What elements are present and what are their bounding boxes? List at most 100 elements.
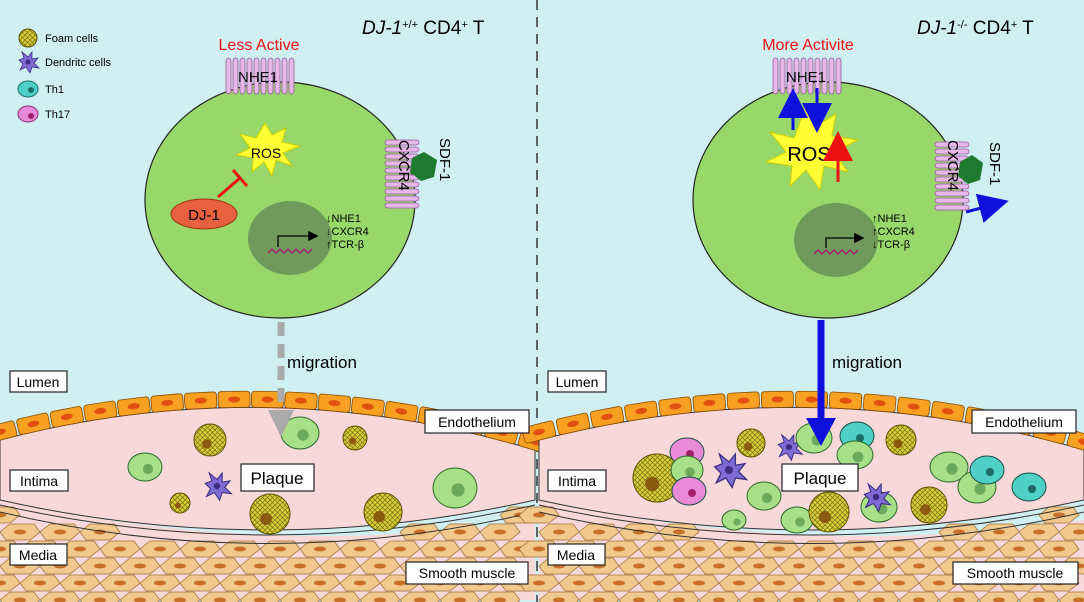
smooth-muscle-cell xyxy=(0,506,21,524)
endothelial-nucleus xyxy=(873,400,886,407)
smooth-muscle-nucleus xyxy=(773,580,785,586)
smooth-muscle-nucleus xyxy=(773,546,785,552)
smooth-muscle-nucleus xyxy=(234,580,246,586)
left-migration-arrowhead xyxy=(268,410,294,437)
left-activity-label: Less Active xyxy=(219,37,300,54)
left-media-box xyxy=(9,543,68,566)
endothelial-cell xyxy=(49,406,84,428)
smooth-muscle-nucleus xyxy=(214,597,226,602)
left-lumen-label: Lumen xyxy=(17,374,60,390)
smooth-muscle-nucleus xyxy=(0,512,6,518)
left-nhe1-transporter xyxy=(225,57,295,95)
right-gene-1: ↑NHE1 xyxy=(872,213,907,225)
smooth-muscle-nucleus xyxy=(134,563,146,569)
smooth-muscle-nucleus xyxy=(533,580,545,586)
foam-cell xyxy=(885,424,917,456)
helix-segment xyxy=(934,148,970,155)
dendritic-cell xyxy=(777,433,804,462)
foam-cell xyxy=(249,493,291,535)
right-sdf1-ligand xyxy=(958,155,983,184)
smooth-muscle-nucleus xyxy=(793,563,805,569)
endothelial-cell xyxy=(692,393,727,413)
left-cd4-cell xyxy=(144,81,416,319)
endothelial-body xyxy=(0,420,18,444)
helix-segment xyxy=(384,139,420,146)
foam-cell-nucleus xyxy=(175,502,181,509)
smooth-muscle-cell xyxy=(479,591,521,602)
foam-cell-nucleus xyxy=(349,437,357,445)
endothelial-nucleus xyxy=(194,397,207,404)
endothelial-cell xyxy=(760,390,794,409)
smooth-muscle-nucleus xyxy=(593,529,605,535)
left-dj1-label: DJ-1 xyxy=(188,207,220,224)
left-nhe1-label: NHE1 xyxy=(238,69,278,86)
smooth-muscle-nucleus xyxy=(1033,597,1045,602)
helix-segment xyxy=(934,183,970,190)
helix-segment xyxy=(232,57,239,95)
right-nhe1-label: NHE1 xyxy=(786,69,826,86)
smooth-muscle-nucleus xyxy=(254,597,266,602)
legend-dendritic-icon xyxy=(18,50,41,74)
endothelial-nucleus xyxy=(771,396,784,403)
left-gene-2: ↓CXCR4 xyxy=(326,226,369,238)
right-activity-label: More Activite xyxy=(762,37,854,54)
helix-segment xyxy=(384,188,420,195)
endothelial-cell xyxy=(384,400,419,422)
endothelial-nucleus xyxy=(941,408,954,415)
left-nucleus xyxy=(248,201,332,275)
endothelial-nucleus xyxy=(161,399,174,406)
endothelial-nucleus xyxy=(228,396,241,403)
helix-segment xyxy=(835,57,842,95)
right-gene-2: ↑CXCR4 xyxy=(872,226,915,238)
smooth-muscle-nucleus xyxy=(613,580,625,586)
legend: Foam cells Dendritc cells Th1 Th17 xyxy=(17,28,112,123)
endothelial-cell xyxy=(284,391,318,410)
smooth-muscle-nucleus xyxy=(394,546,406,552)
smooth-muscle-nucleus xyxy=(74,580,86,586)
right-sdf1-label: SDF-1 xyxy=(986,142,1003,185)
smooth-muscle-nucleus xyxy=(54,597,66,602)
endothelial-nucleus xyxy=(94,407,107,415)
smooth-muscle-nucleus xyxy=(813,546,825,552)
left-panel: DJ-1+/+ CD4+ T Less Active NHE1 ROS DJ-1… xyxy=(9,18,530,585)
endothelial-nucleus xyxy=(261,396,274,403)
smooth-muscle-nucleus xyxy=(833,563,845,569)
endothelial-nucleus xyxy=(669,403,682,410)
endothelial-cell xyxy=(624,400,659,422)
tcell-nucleus xyxy=(795,517,805,527)
smooth-muscle-nucleus xyxy=(813,580,825,586)
helix-segment xyxy=(821,57,828,95)
helix-segment xyxy=(934,141,970,148)
tcell-nucleus xyxy=(974,483,986,495)
smooth-muscle-nucleus xyxy=(693,580,705,586)
endothelial-cell xyxy=(930,401,965,422)
foam-cell-nucleus xyxy=(744,442,753,451)
left-endothelium-box xyxy=(424,409,530,434)
endothelial-cell xyxy=(0,420,18,444)
tcell-nucleus xyxy=(852,451,864,463)
tcell-nucleus xyxy=(946,463,958,475)
right-lumen-label: Lumen xyxy=(556,374,599,390)
endothelial-cell xyxy=(555,412,591,435)
smooth-muscle-nucleus xyxy=(933,546,945,552)
helix-segment xyxy=(267,57,274,95)
endothelial-nucleus xyxy=(60,413,73,420)
helix-segment xyxy=(281,57,288,95)
left-endothelium-label: Endothelium xyxy=(438,414,516,430)
endothelial-cell xyxy=(896,396,931,417)
endothelial-nucleus xyxy=(361,403,374,410)
smooth-muscle-nucleus xyxy=(653,546,665,552)
left-gene-1: ↓NHE1 xyxy=(326,213,361,225)
left-gene-3: ↑TCR-β xyxy=(326,239,364,251)
th-cell-nucleus xyxy=(1028,485,1036,493)
foam-cell xyxy=(169,492,191,514)
foam-cell xyxy=(363,492,403,532)
smooth-muscle-nucleus xyxy=(613,546,625,552)
foam-cell-nucleus xyxy=(260,513,272,525)
endothelial-cell xyxy=(521,420,557,444)
smooth-muscle-nucleus xyxy=(254,563,266,569)
endothelial-nucleus xyxy=(635,407,648,415)
endothelial-nucleus xyxy=(395,408,408,415)
left-cxcr4-receptor xyxy=(384,139,420,209)
smooth-muscle-nucleus xyxy=(0,580,6,586)
